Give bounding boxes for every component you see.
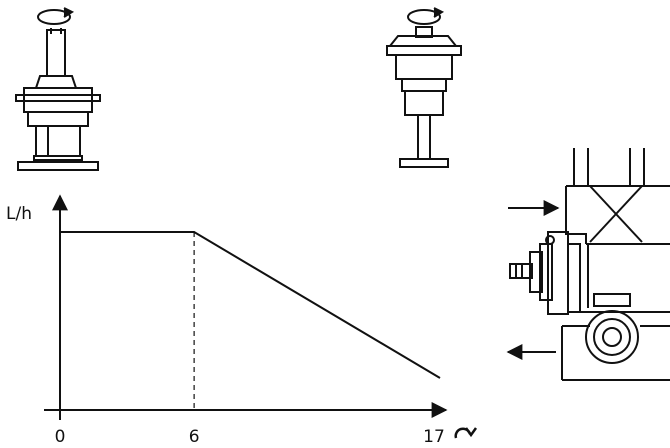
valve-body-cross-section-icon [506,148,670,381]
x-tick-label: 0 [55,427,66,447]
x-tick-label: 6 [189,427,200,447]
flow-curve-line [59,231,441,410]
valve-actuator-retracted-icon [386,7,462,168]
y-axis-label: L/h [6,204,32,224]
clockwise-rotation-icon [454,427,478,439]
valve-actuator-extended-icon [15,7,101,171]
x-tick-label: 17 [423,427,445,447]
flow-chart: L/h 0 6 17 [6,194,478,447]
